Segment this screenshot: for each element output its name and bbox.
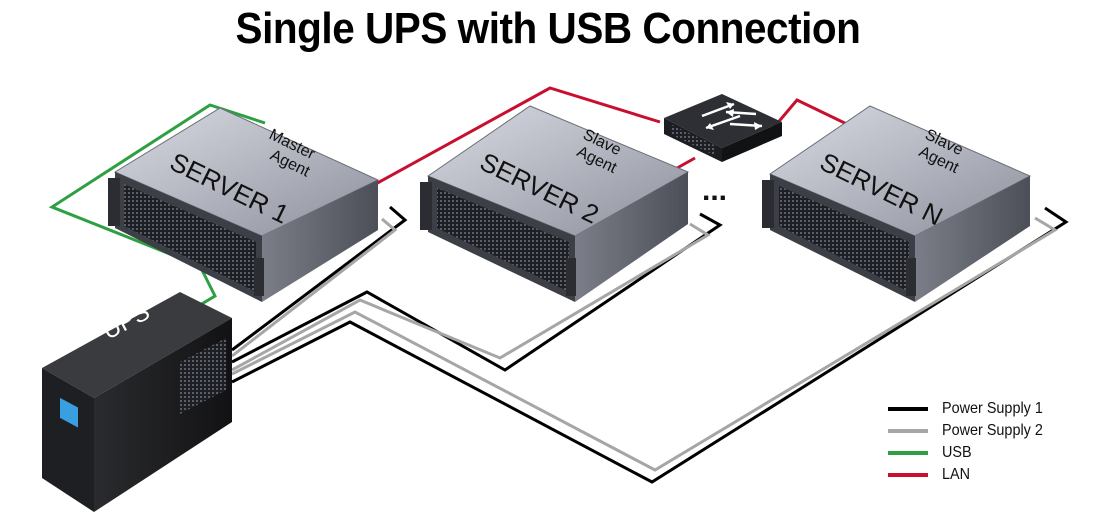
server-1: MasterAgent SERVER 1	[108, 107, 380, 302]
legend-swatch	[888, 407, 928, 411]
power-supply-2-cable-server1	[231, 217, 398, 358]
server-2: SlaveAgent SERVER 2	[420, 105, 690, 302]
legend-label: Power Supply 1	[942, 400, 1043, 417]
server-n: SlaveAgent SERVER N	[762, 105, 1032, 302]
diagram-title: Single UPS with USB Connection	[235, 4, 861, 53]
legend-label: Power Supply 2	[942, 422, 1043, 439]
power-supply-1-cable-server2	[231, 212, 723, 372]
power-supply-2-cable-servern	[231, 216, 1058, 472]
ups-device: UPS	[42, 292, 232, 512]
lan-cable-server1	[371, 86, 661, 188]
ellipsis: ...	[702, 174, 727, 207]
legend-swatch	[888, 473, 928, 477]
legend-item: Power Supply 2	[888, 420, 1054, 442]
legend-item: Power Supply 1	[888, 398, 1054, 420]
legend-swatch	[888, 429, 928, 433]
legend-label: USB	[942, 444, 972, 461]
power-supply-1-cable-servern	[231, 206, 1069, 484]
network-switch-icon	[664, 94, 782, 162]
power-supply-1-cable-server1	[231, 205, 408, 352]
legend: Power Supply 1 Power Supply 2 USB LAN	[888, 398, 1054, 486]
legend-item: USB	[888, 442, 1054, 464]
legend-swatch	[888, 451, 928, 455]
legend-label: LAN	[942, 466, 971, 483]
legend-item: LAN	[888, 464, 1054, 486]
power-supply-2-cable-server2	[231, 222, 711, 372]
